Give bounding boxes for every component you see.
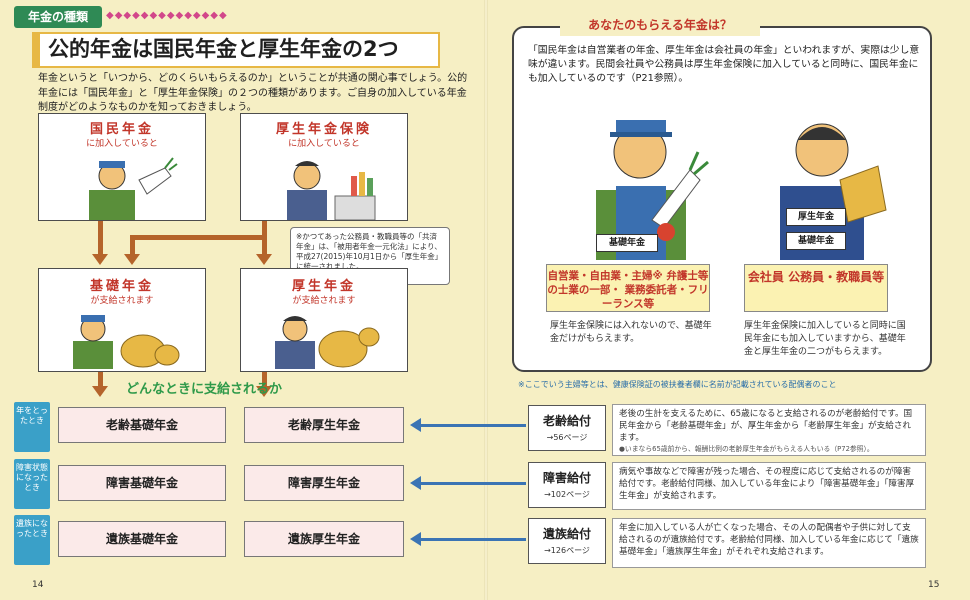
connector-left-down	[98, 221, 103, 255]
rorei-desc-box: 老後の生計を支えるために、65歳になると支給されるのが老齢給付です。国民年金から…	[612, 404, 926, 456]
izoku-kosei-box: 遺族厚生年金	[244, 521, 404, 557]
worker-text: 厚生年金保険に加入していると同時に国民年金にも加入していますから、基礎年金と厚生…	[744, 321, 906, 357]
self-employed-category: 自営業・自由業・主婦※ 弁護士等の士業の一部・ 業務委託者・フリーランス等	[546, 264, 710, 312]
panel-title: あなたのもらえる年金は？	[560, 14, 760, 36]
rorei-kosei-box: 老齢厚生年金	[244, 407, 404, 443]
row-label-disability: 障害状態になったとき	[14, 459, 50, 509]
page-gutter	[484, 0, 488, 600]
kiso-box: 基礎年金 が支給されます	[38, 268, 206, 372]
arrow-cross-to-kiso	[124, 254, 140, 265]
connector-cross	[130, 235, 267, 240]
rorei-small-note: ●いまなら65歳前から、報酬比例の老齢厚生年金がもらえる人もいる（P72参照）。	[619, 445, 874, 453]
page-number-right: 15	[928, 580, 940, 590]
kosei-nenkin-box: 厚生年金 が支給されます	[240, 268, 408, 372]
connector-kosei-rows	[262, 372, 267, 388]
shogai-desc-box: 病気や事故などで障害が残った場合、その程度に応じて支給されるのが障害給付です。老…	[612, 462, 926, 510]
section-tag: 年金の種類	[14, 6, 102, 28]
kiso-title: 基礎年金	[89, 279, 154, 294]
rorei-desc: 老後の生計を支えるために、65歳になると支給されるのが老齢給付です。国民年金から…	[619, 409, 913, 443]
kokumin-sub: に加入していると	[86, 139, 158, 149]
izoku-desc: 年金に加入している人が亡くなった場合、その人の配偶者や子供に対して支給されるのが…	[619, 523, 919, 557]
rorei-kiso-box: 老齢基礎年金	[58, 407, 226, 443]
shogai-desc: 病気や事故などで障害が残った場合、その程度に応じて支給されるのが障害給付です。老…	[619, 467, 915, 501]
farmer-illustration	[89, 157, 178, 220]
when-paid-heading: どんなときに支給されるか	[126, 382, 283, 397]
arrow-to-kiso	[92, 254, 108, 265]
worker-category: 会社員 公務員・教職員等	[744, 264, 888, 312]
shogai-kosei-box: 障害厚生年金	[244, 465, 404, 501]
connector-cross-down	[130, 235, 135, 255]
kosei-nenkin-sub: が支給されます	[292, 296, 356, 306]
arrow-kosei-rows	[256, 386, 272, 397]
row-label-survivor: 遺族になったとき	[14, 515, 50, 565]
kosei-hoken-box: 厚生年金保険 に加入していると	[240, 113, 408, 221]
rorei-page-ref: →56ページ	[546, 433, 588, 442]
office-worker-illustration	[287, 161, 376, 220]
farmer-money-illustration	[73, 315, 180, 369]
izoku-key-label: 遺族給付	[542, 527, 591, 541]
arrow-survivor	[410, 532, 526, 546]
housewife-footnote: ※ここでいう主婦等とは、健康保険証の被扶養者欄に名前が記載されている配偶者のこと	[518, 380, 837, 389]
izoku-key-box: 遺族給付 →126ページ	[528, 518, 606, 564]
izoku-page-ref: →126ページ	[544, 546, 590, 555]
kosei-hoken-sub: に加入していると	[288, 139, 360, 149]
worker-kosei-label: 厚生年金	[786, 208, 846, 226]
kiso-sub: が支給されます	[90, 296, 154, 306]
worker-money-illustration	[275, 316, 380, 369]
connector-kiso-rows	[98, 372, 103, 388]
page-number-left: 14	[32, 580, 44, 590]
decorative-dots: ◆◆◆◆◆◆◆◆◆◆◆◆◆◆	[106, 10, 228, 21]
row-label-old-age: 年をとったとき	[14, 402, 50, 452]
kokumin-box: 国民年金 に加入していると	[38, 113, 206, 221]
intro-paragraph: 年金というと「いつから、どのくらいもらえるのか」ということが共通の関心事でしょう…	[38, 73, 468, 113]
kosei-nenkin-title: 厚生年金	[291, 279, 356, 294]
rorei-key-label: 老齢給付	[542, 414, 591, 428]
shogai-page-ref: →102ページ	[544, 490, 590, 499]
arrow-disability	[410, 476, 526, 490]
arrow-kiso-rows	[92, 386, 108, 397]
arrow-to-kosei	[256, 254, 272, 265]
shogai-key-label: 障害給付	[542, 471, 591, 485]
page-title: 公的年金は国民年金と厚生年金の2つ	[32, 32, 440, 68]
izoku-desc-box: 年金に加入している人が亡くなった場合、その人の配偶者や子供に対して支給されるのが…	[612, 518, 926, 568]
panel-text: 「国民年金は自営業者の年金、厚生年金は会社員の年金」といわれますが、実際は少し意…	[528, 45, 920, 84]
self-employed-text: 厚生年金保険には入れないので、基礎年金だけがもらえます。	[550, 321, 712, 344]
kokumin-title: 国民年金	[89, 122, 154, 137]
rorei-key-box: 老齢給付 →56ページ	[528, 405, 606, 451]
shogai-kiso-box: 障害基礎年金	[58, 465, 226, 501]
izoku-kiso-box: 遺族基礎年金	[58, 521, 226, 557]
worker-kiso-label: 基礎年金	[786, 232, 846, 250]
shogai-key-box: 障害給付 →102ページ	[528, 462, 606, 508]
arrow-old-age	[410, 418, 526, 432]
kosei-hoken-title: 厚生年金保険	[275, 122, 372, 137]
self-employed-kiso-label: 基礎年金	[596, 234, 658, 252]
